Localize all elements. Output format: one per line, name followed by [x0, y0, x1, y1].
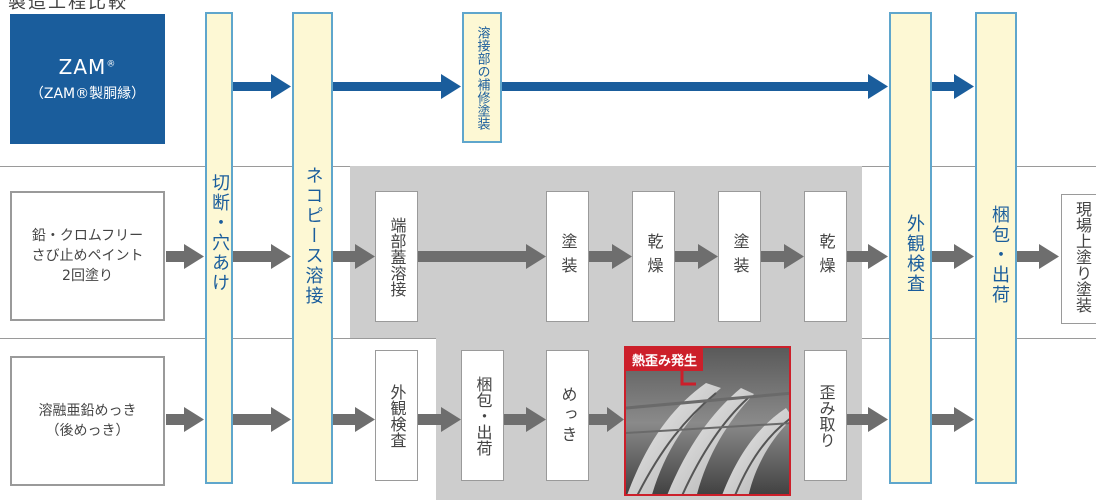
paint-arrow-shaft-3	[418, 251, 528, 262]
paint-label-line-1: 鉛・クロムフリー	[31, 228, 144, 244]
nekopiece-weld-bar: ネコピース溶接	[292, 12, 333, 484]
paint-arrow-shaft-6	[761, 251, 786, 262]
distorted-steel-image	[626, 348, 789, 494]
weld-repair-paint-bar: 溶接部の補修塗装	[462, 12, 502, 143]
paint-row-label: 鉛・クロムフリー さび止めペイント 2回塗り	[10, 191, 165, 321]
zam-arrow-head-1	[271, 74, 291, 99]
paint-arrow-head-4	[612, 244, 632, 269]
galv-arrow-shaft-4	[504, 414, 528, 425]
paint-arrow-shaft-5	[675, 251, 700, 262]
galv-arrow-head-3	[441, 407, 461, 432]
galv-arrow-shaft-5	[589, 414, 609, 425]
paint-step-coat-2: 塗装	[718, 191, 761, 322]
galv-arrow-shaft-3	[418, 414, 443, 425]
galv-label-line-1: 溶融亜鉛めっき	[38, 403, 137, 419]
paint-step-label-1: 端部蓋溶接	[387, 216, 407, 297]
galv-step-plating: めっき	[546, 350, 589, 481]
paint-step-label-2: 塗装	[558, 232, 578, 281]
paint-arrow-head-7	[868, 244, 888, 269]
paint-step-label-4: 塗装	[730, 232, 750, 281]
galv-arrow-head-0	[184, 407, 204, 432]
zam-arrow-shaft-1	[233, 82, 273, 91]
paint-arrow-shaft-2	[333, 251, 357, 262]
paint-label-line-2: さび止めペイント	[31, 248, 144, 264]
paint-arrow-head-2	[355, 244, 375, 269]
paint-arrow-head-5	[698, 244, 718, 269]
zam-title: ZAM	[58, 55, 107, 79]
galv-arrow-shaft-1	[233, 414, 273, 425]
cut-drill-label: 切断・穴あけ	[209, 173, 230, 293]
galv-arrow-shaft-7	[932, 414, 956, 425]
galv-step-label-3: めっき	[558, 385, 578, 446]
paint-arrow-shaft-7	[847, 251, 870, 262]
paint-step-label-3: 乾燥	[644, 232, 664, 281]
paint-step-coat-1: 塗装	[546, 191, 589, 322]
paint-arrow-head-6	[784, 244, 804, 269]
heat-distortion-label: 熱歪み発生	[626, 348, 704, 371]
pack-ship-bar: 梱包・出荷	[975, 12, 1017, 484]
paint-arrow-shaft-8	[932, 251, 956, 262]
galv-label-line-2: （後めっき）	[45, 423, 130, 439]
paint-step-dry-2: 乾燥	[804, 191, 847, 322]
paint-arrow-head-0	[184, 244, 204, 269]
galv-step-straightening: 歪み取り	[804, 350, 847, 481]
zam-row-label: ZAM® （ZAM®製胴縁）	[10, 14, 165, 144]
galv-step-label-4: 歪み取り	[816, 383, 836, 448]
galv-step-label-2: 梱包・出荷	[473, 375, 493, 456]
galv-row-label: 溶融亜鉛めっき （後めっき）	[10, 356, 165, 486]
zam-subtitle: （ZAM®製胴縁）	[29, 86, 146, 102]
galv-arrow-head-1	[271, 407, 291, 432]
site-topcoat-box: 現場上塗り塗装	[1061, 194, 1096, 324]
galv-arrow-head-2	[355, 407, 375, 432]
visual-inspection-bar: 外観検査	[889, 12, 932, 484]
zam-arrow-head-4	[954, 74, 974, 99]
cut-drill-bar: 切断・穴あけ	[205, 12, 233, 484]
galv-arrow-head-6	[868, 407, 888, 432]
site-topcoat-label: 現場上塗り塗装	[1073, 201, 1092, 313]
zam-arrow-head-3	[868, 74, 888, 99]
galv-step-inspection: 外観検査	[375, 350, 418, 481]
visual-inspection-label: 外観検査	[904, 214, 925, 294]
galv-arrow-head-5	[607, 407, 624, 432]
heat-distortion-photo: 熱歪み発生	[624, 346, 791, 496]
paint-step-dry-1: 乾燥	[632, 191, 675, 322]
paint-step-label-5: 乾燥	[816, 232, 836, 281]
galv-arrow-shaft-0	[166, 414, 186, 425]
paint-step-end-cap-weld: 端部蓋溶接	[375, 191, 418, 322]
galv-arrow-shaft-2	[333, 414, 357, 425]
paint-arrow-head-3	[526, 244, 546, 269]
paint-arrow-head-9	[1039, 244, 1059, 269]
zam-mark: ®	[106, 59, 117, 70]
paint-arrow-shaft-0	[166, 251, 186, 262]
page-heading: 製造工程比較	[8, 0, 128, 13]
nekopiece-weld-label: ネコピース溶接	[302, 166, 324, 306]
galv-arrow-head-4	[526, 407, 546, 432]
weld-repair-paint-label: 溶接部の補修塗装	[474, 25, 490, 130]
galv-step-label-1: 外観検査	[387, 383, 407, 448]
zam-arrow-shaft-4	[932, 82, 956, 91]
paint-arrow-shaft-4	[589, 251, 614, 262]
paint-arrow-shaft-1	[233, 251, 273, 262]
paint-arrow-head-8	[954, 244, 974, 269]
pack-ship-label: 梱包・出荷	[989, 205, 1010, 305]
paint-label-line-3: 2回塗り	[62, 268, 113, 284]
zam-arrow-shaft-3	[502, 82, 870, 91]
paint-arrow-shaft-9	[1017, 251, 1041, 262]
zam-arrow-shaft-2	[333, 82, 443, 91]
zam-arrow-head-2	[441, 74, 461, 99]
callout-line	[680, 370, 696, 386]
paint-arrow-head-1	[271, 244, 291, 269]
galv-arrow-shaft-6	[847, 414, 870, 425]
galv-step-pack-ship: 梱包・出荷	[461, 350, 504, 481]
galv-arrow-head-7	[954, 407, 974, 432]
